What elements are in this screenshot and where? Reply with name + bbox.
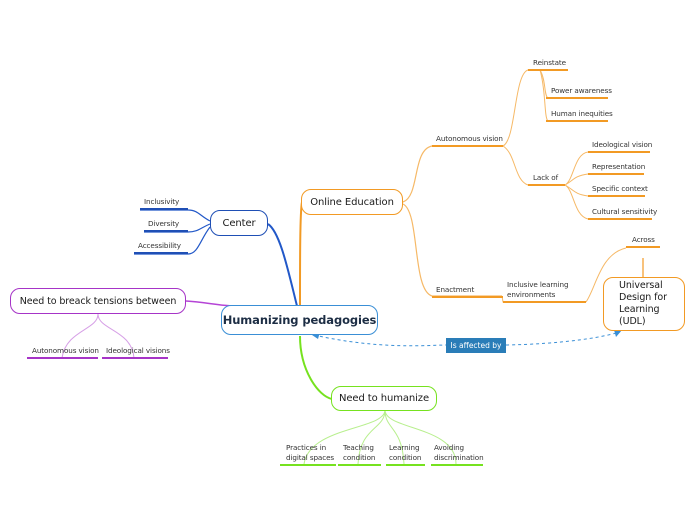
leaf-accessibility: Accessibility <box>138 241 181 250</box>
underline <box>588 218 652 220</box>
underline <box>528 69 568 71</box>
across-label: Across <box>632 235 655 244</box>
center-node[interactable]: Center <box>210 210 268 236</box>
online-education-node[interactable]: Online Education <box>301 189 403 215</box>
underline <box>140 208 188 210</box>
leaf-specific-context: Specific context <box>592 184 648 193</box>
underline <box>626 246 660 248</box>
udl-node[interactable]: Universal Design for Learning (UDL) <box>603 277 685 331</box>
tensions-node[interactable]: Need to breack tensions between <box>10 288 186 314</box>
underline <box>280 464 336 466</box>
enactment-label: Enactment <box>436 285 475 294</box>
underline <box>431 464 483 466</box>
leaf-ideological-vision: Ideological vision <box>592 140 653 149</box>
lack-of-label: Lack of <box>533 173 559 182</box>
leaf-avoiding-discrimination: Avoiding discrimination <box>434 443 484 462</box>
underline <box>144 230 188 232</box>
underline <box>546 120 608 122</box>
central-topic[interactable]: Humanizing pedagogies <box>221 305 378 335</box>
underline <box>338 464 381 466</box>
leaf-power-awareness: Power awareness <box>551 86 612 95</box>
underline <box>134 252 188 254</box>
underline <box>528 184 565 186</box>
underline <box>588 195 645 197</box>
autonomous-vision-label: Autonomous vision <box>436 134 503 143</box>
leaf-teaching-condition: Teaching condition <box>343 443 376 462</box>
leaf-human-inequities: Human inequities <box>551 109 613 118</box>
underline <box>546 97 608 99</box>
reinstate-label: Reinstate <box>533 58 566 67</box>
need-to-humanize-node[interactable]: Need to humanize <box>331 386 437 411</box>
leaf-diversity: Diversity <box>148 219 180 228</box>
leaf-ideological-visions: Ideological visions <box>106 346 170 355</box>
underline <box>503 301 586 303</box>
inclusive-learning-label: Inclusive learning environments <box>507 280 569 299</box>
underline <box>432 296 503 298</box>
underline <box>432 145 503 147</box>
underline <box>386 464 425 466</box>
leaf-inclusivity: Inclusivity <box>144 197 180 206</box>
leaf-practices-digital: Practices in digital spaces <box>286 443 335 462</box>
underline <box>588 151 650 153</box>
relationship-label[interactable]: Is affected by <box>446 338 506 353</box>
underline <box>27 357 98 359</box>
underline <box>102 357 168 359</box>
leaf-learning-condition: Learning condition <box>389 443 422 462</box>
leaf-autonomous-vision: Autonomous vision <box>32 346 99 355</box>
leaf-representation: Representation <box>592 162 646 171</box>
leaf-cultural-sensitivity: Cultural sensitivity <box>592 207 658 216</box>
underline <box>588 173 644 175</box>
